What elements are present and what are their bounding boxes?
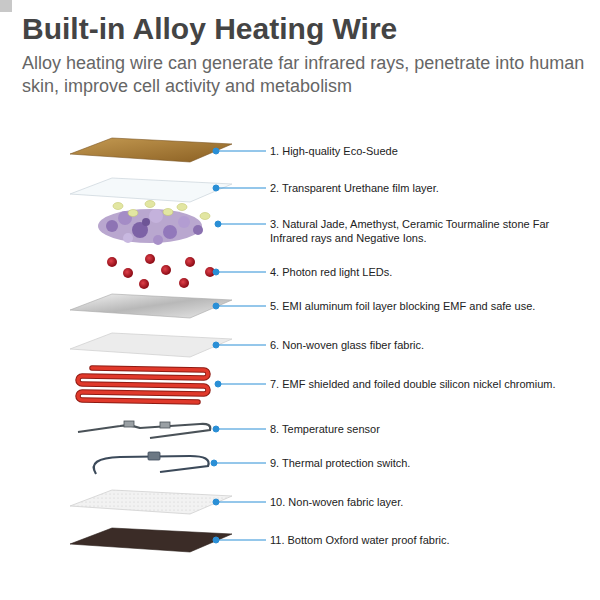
leader-line: [214, 463, 266, 464]
film-layer: [70, 178, 232, 202]
part-label: 5. EMI aluminum foil layer blocking EMF …: [270, 299, 592, 313]
leader-line: [216, 429, 266, 430]
leader-dot: [213, 269, 219, 275]
leader-line: [216, 306, 266, 307]
led: [107, 257, 117, 267]
switch-layer: [94, 452, 209, 474]
leader-dot: [215, 381, 221, 387]
leader-dot: [213, 499, 219, 505]
amethyst-cluster: [98, 209, 202, 243]
foil-layer: [70, 294, 232, 318]
leader-line: [216, 502, 266, 503]
led: [179, 278, 189, 288]
leader-dot: [213, 185, 219, 191]
leader-line: [216, 345, 266, 346]
part-label: 7. EMF shielded and foiled double silico…: [270, 377, 592, 391]
glass-fiber-layer: [70, 333, 232, 357]
heating-wire: [78, 368, 208, 402]
stone: [149, 209, 163, 223]
jade-dot: [128, 210, 138, 217]
corner-mark: [0, 0, 12, 12]
leader-line: [216, 540, 266, 541]
stone: [106, 220, 118, 232]
led: [123, 268, 133, 278]
thermal-switch: [148, 452, 160, 460]
jade-dot: [145, 201, 155, 208]
leader-dot: [211, 460, 217, 466]
led-layer: [107, 254, 215, 289]
led: [139, 279, 149, 289]
heating-wire-outline: [78, 368, 208, 402]
leader-lines: [211, 148, 266, 543]
non-woven-layer: [70, 490, 232, 514]
subtitle: Alloy heating wire can generate far infr…: [22, 52, 588, 98]
led: [145, 254, 155, 264]
part-label: 9. Thermal protection switch.: [270, 456, 592, 470]
sensor-element: [160, 422, 170, 428]
part-label: 3. Natural Jade, Amethyst, Ceramic Tourm…: [270, 217, 570, 245]
led: [185, 257, 195, 267]
stone: [163, 225, 177, 239]
stone: [153, 235, 163, 245]
sensor-layer: [78, 421, 210, 438]
jade-dot: [163, 209, 173, 216]
leader-line: [216, 151, 266, 152]
leader-dot: [213, 537, 219, 543]
leader-dot: [213, 303, 219, 309]
jade-dot: [200, 213, 210, 220]
part-label: 4. Photon red light LEDs.: [270, 265, 592, 279]
leader-dot: [213, 148, 219, 154]
oxford-layer: [70, 528, 232, 552]
stone: [193, 225, 203, 235]
stone: [142, 218, 150, 226]
leader-line: [218, 384, 266, 385]
jade-dot: [177, 204, 187, 211]
part-label: 11. Bottom Oxford water proof fabric.: [270, 533, 592, 547]
leader-dot: [213, 342, 219, 348]
stone: [123, 233, 133, 243]
leader-line: [216, 188, 266, 189]
diagram-title: Built-in Alloy Heating Wire: [22, 12, 397, 46]
stone: [178, 216, 190, 228]
leader-line: [216, 272, 266, 273]
sensor-wire: [78, 424, 210, 438]
sensor-element: [124, 421, 134, 427]
part-label: 2. Transparent Urethane film layer.: [270, 181, 592, 195]
led: [161, 265, 171, 275]
leader-line: [218, 224, 266, 225]
part-label: 1. High-quality Eco-Suede: [270, 144, 592, 158]
suede-layer: [70, 138, 232, 162]
leader-dot: [213, 426, 219, 432]
leader-dot: [215, 221, 221, 227]
stone-layer: [98, 201, 210, 246]
part-label: 6. Non-woven glass fiber fabric.: [270, 338, 592, 352]
part-label: 10. Non-woven fabric layer.: [270, 495, 592, 509]
jade-dot: [113, 203, 123, 210]
part-label: 8. Temperature sensor: [270, 422, 592, 436]
